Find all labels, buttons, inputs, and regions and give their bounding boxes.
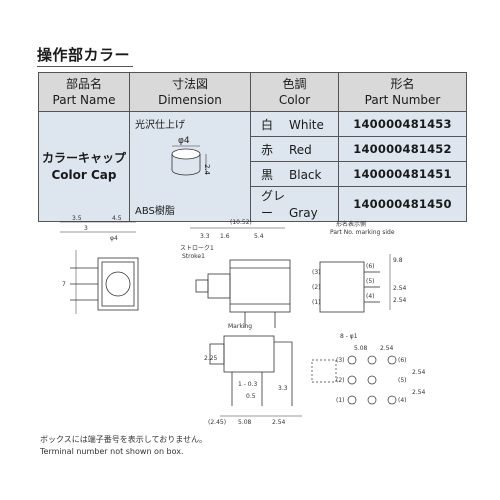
- dim-side-4: 5.4: [254, 233, 264, 240]
- note-jp: ボックスには端子番号を表示しておりません。: [40, 435, 208, 444]
- pin-left-1: (1): [312, 299, 321, 306]
- dim-side-2: 3.3: [200, 233, 210, 240]
- pcb-pin-2: (2): [336, 377, 345, 384]
- right-view: [319, 254, 391, 313]
- dim-front-4: φ4: [110, 235, 118, 242]
- diameter-label: φ4: [178, 136, 190, 146]
- dim-bottom-6: 5.08: [238, 419, 252, 426]
- dim-front-1: 3.5: [72, 215, 82, 222]
- dim-front-5: 7: [62, 281, 66, 288]
- pin-left-3: (3): [312, 269, 321, 276]
- marking-label: Marking: [228, 323, 252, 330]
- dim-bottom-7: 2.54: [272, 419, 286, 426]
- pin-right-5: (5): [366, 278, 375, 285]
- finish-label: 光沢仕上げ: [135, 120, 185, 131]
- pin-right-4: (4): [366, 293, 375, 300]
- pcb-layout: [311, 355, 397, 405]
- dim-bottom-3: 0.5: [246, 393, 256, 400]
- dim-front-3: 3: [84, 225, 88, 232]
- pn-white: 140000481453: [338, 111, 467, 137]
- dim-bottom-5: (2.45): [208, 419, 226, 426]
- pcb-pin-1: (1): [336, 397, 345, 404]
- dim-bottom-1: 2.25: [204, 355, 218, 362]
- dim-right-3: 2.54: [393, 297, 407, 304]
- dim-right-1: 9.8: [393, 257, 403, 264]
- dimension-drawings: 3.5 4.5 3 φ4 7 (10.52) 3.3 1.6 5.4 ストローク…: [60, 215, 426, 426]
- pin-right-6: (6): [366, 263, 375, 270]
- marking-side-jp: 形名表示側: [336, 220, 366, 228]
- part-name-jp: カラーキャップ: [41, 150, 126, 165]
- part-name-cell: カラーキャップ Color Cap: [38, 111, 130, 222]
- pcb-pin-3: (3): [336, 357, 345, 364]
- pn-black: 140000481451: [338, 161, 467, 187]
- section-title: 操作部カラー: [37, 46, 131, 64]
- title-underline: [37, 66, 133, 67]
- pn-gray: 140000481450: [338, 186, 467, 222]
- dim-side-1: (10.52): [230, 219, 252, 226]
- pin-left-2: (2): [312, 284, 321, 291]
- pcb-dim-3: 2.54: [412, 369, 426, 376]
- part-name-en: Color Cap: [51, 167, 117, 182]
- dim-side-3: 1.6: [220, 233, 230, 240]
- height-label: 2.4: [203, 164, 211, 176]
- marking-side-label: Part No. marking side: [330, 229, 395, 236]
- hole-label: 8 - φ1: [340, 333, 358, 340]
- material-label: ABS樹脂: [135, 206, 175, 217]
- pcb-pin-4: (4): [398, 397, 407, 404]
- stroke-label: Stroke1: [182, 253, 205, 260]
- dim-bottom-4: 3.3: [278, 385, 288, 392]
- pcb-dim-1: 5.08: [354, 345, 368, 352]
- pcb-pin-5: (5): [398, 377, 407, 384]
- note-en: Terminal number not shown on box.: [40, 447, 184, 456]
- pcb-pin-6: (6): [398, 357, 407, 364]
- pcb-dim-2: 2.54: [380, 345, 394, 352]
- pn-red: 140000481452: [338, 136, 467, 162]
- front-view: [60, 221, 139, 314]
- dim-right-2: 2.54: [393, 285, 407, 292]
- pcb-dim-4: 2.54: [412, 389, 426, 396]
- cap-drawing: φ4 2.4: [171, 136, 211, 176]
- stroke-label-jp: ストローク1: [180, 245, 214, 252]
- side-view: [190, 227, 291, 328]
- dim-bottom-2: 1 - 0.3: [238, 381, 258, 388]
- dimension-cell: 光沢仕上げ φ4 2.4 ABS樹脂: [129, 111, 251, 222]
- bottom-view: [209, 335, 302, 417]
- dim-front-2: 4.5: [112, 215, 122, 222]
